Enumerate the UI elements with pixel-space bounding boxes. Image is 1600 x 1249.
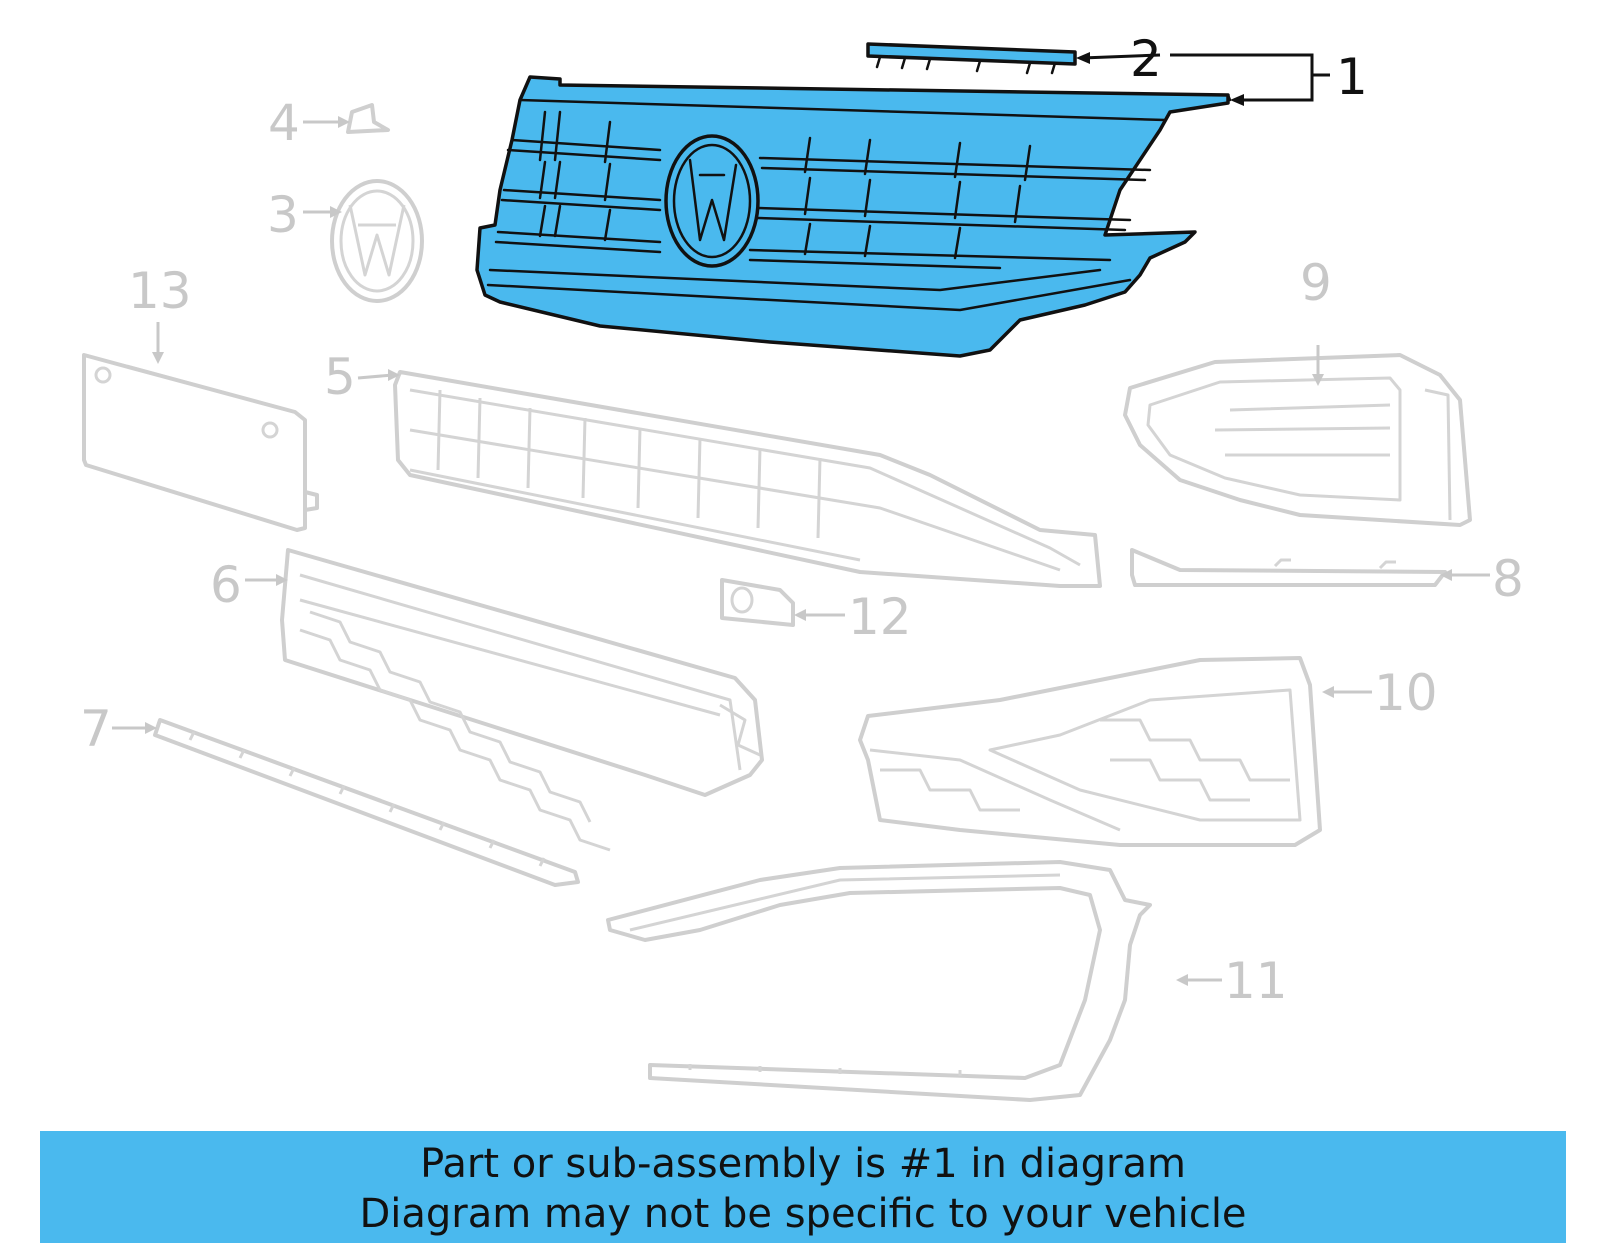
part-8-trim-strip xyxy=(1130,548,1447,587)
callout-1: 1 xyxy=(1336,48,1368,106)
part-9-bezel-upper xyxy=(1123,353,1472,527)
callout-10: 10 xyxy=(1374,664,1438,722)
part-12-sensor xyxy=(720,578,795,627)
callout-3: 3 xyxy=(267,186,299,244)
callout-9: 9 xyxy=(1300,254,1332,312)
part-6-honeycomb-grille xyxy=(280,548,764,852)
callout-8: 8 xyxy=(1492,550,1524,608)
part-13-license-bracket xyxy=(82,353,319,532)
part-4-clip xyxy=(346,103,390,134)
callout-11: 11 xyxy=(1224,952,1288,1010)
part-2-molding xyxy=(866,42,1077,75)
callout-12: 12 xyxy=(848,588,912,646)
part-7-lower-trim xyxy=(153,718,580,887)
banner-line-2: Diagram may not be specific to your vehi… xyxy=(359,1191,1247,1237)
part-5-lower-grille xyxy=(393,370,1102,588)
callout-6: 6 xyxy=(210,556,242,614)
part-11-trim-ring xyxy=(606,860,1152,1102)
callout-7: 7 xyxy=(80,700,112,758)
notice-banner: Part or sub-assembly is #1 in diagram Di… xyxy=(40,1131,1566,1243)
part-1-grille-assembly xyxy=(475,75,1232,358)
callout-2: 2 xyxy=(1130,30,1162,88)
callout-5: 5 xyxy=(324,348,356,406)
part-3-emblem xyxy=(330,179,424,303)
leader-lines xyxy=(112,52,1490,986)
callout-4: 4 xyxy=(268,94,300,152)
banner-line-1: Part or sub-assembly is #1 in diagram xyxy=(420,1141,1186,1187)
callout-13: 13 xyxy=(128,262,192,320)
part-10-side-insert xyxy=(858,656,1322,847)
